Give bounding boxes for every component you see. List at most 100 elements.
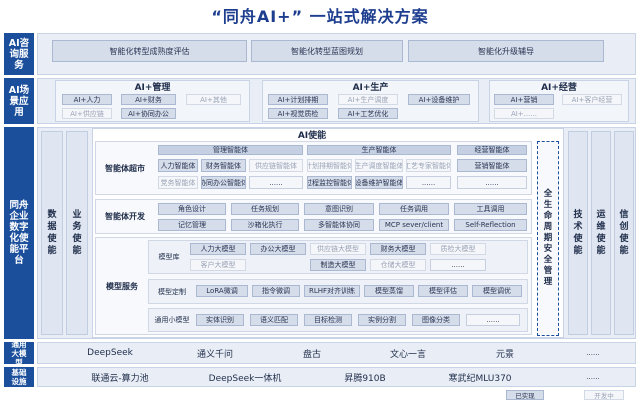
infra-item: 昇腾910B <box>344 373 386 384</box>
agent-group-title: 经营智能体 <box>457 145 527 155</box>
dev-item: 工具调用 <box>454 203 527 215</box>
custom-item: 模型蒸馏 <box>364 285 414 297</box>
agent-item: 人力智能体 <box>158 159 198 172</box>
model-custom-label: 模型定制 <box>158 287 186 296</box>
agent-item: 协同办公智能体 <box>201 176 246 189</box>
agent-dev-label: 智能体开发 <box>105 212 145 221</box>
small-model-item: 实例分割 <box>358 314 406 326</box>
general-model-item: ...... <box>586 349 600 357</box>
infra-item: ...... <box>586 373 600 381</box>
scenario-item: AI+营销 <box>494 94 554 105</box>
general-model-item: 通义千问 <box>196 349 233 360</box>
consulting-item: 智能化升级辅导 <box>408 40 604 62</box>
model-service-label: 模型服务 <box>106 281 138 291</box>
small-model-item: 实体识别 <box>196 314 244 326</box>
infra-layer-label: 基础设施 <box>4 367 34 387</box>
scenario-group-title: AI+管理 <box>134 82 171 93</box>
platform-left-column: 数据使能 <box>41 131 63 335</box>
scenario-item: AI+供应链 <box>62 108 112 119</box>
infra-item: DeepSeek一体机 <box>208 373 282 384</box>
dev-item: MCP sever/client <box>379 219 449 231</box>
agent-item: ...... <box>249 176 303 189</box>
model-item: 客户大模型 <box>190 259 246 271</box>
scenario-item: AI+人力 <box>62 94 112 105</box>
agent-item: 财务智能体 <box>201 159 246 172</box>
general-model-item: 盘古 <box>302 349 321 360</box>
model-item: 质检大模型 <box>430 243 486 255</box>
small-model-item: 图像分类 <box>412 314 460 326</box>
agent-market-label: 智能体超市 <box>105 163 145 173</box>
legend-planned: 开发中 <box>584 390 624 400</box>
legend-done: 已实现 <box>506 390 544 400</box>
agent-item: 计划排期智能体 <box>307 159 352 172</box>
model-item: 办公大模型 <box>250 243 306 255</box>
scenario-item: AI+...... <box>494 108 554 119</box>
infra-item: 寒武纪MLU370 <box>448 373 512 384</box>
security-label: 全生命周期安全管理 <box>543 189 553 287</box>
platform-layer-label: 同舟企业数字化使能平台 <box>4 127 34 339</box>
scenario-item: AI+计划排期 <box>268 94 328 105</box>
agent-item: 供应链智能体 <box>249 159 303 172</box>
agent-item: 过程监控智能体 <box>307 176 352 189</box>
custom-item: LoRA微调 <box>196 285 248 297</box>
general-model-item: 元景 <box>495 349 514 360</box>
consulting-item: 智能化转型成熟度评估 <box>52 40 247 62</box>
scenario-item: AI+协同办公 <box>121 108 176 119</box>
small-model-item: 语义匹配 <box>250 314 298 326</box>
dev-item: 沙箱化执行 <box>231 219 299 231</box>
custom-item: 指令微调 <box>252 285 300 297</box>
model-library-label: 模型库 <box>158 253 180 261</box>
scenario-item: AI+工艺优化 <box>338 108 398 119</box>
scenario-item: AI+生产调度 <box>338 94 398 105</box>
platform-right-column: 技术使能 <box>568 131 588 335</box>
general-model-item: 文心一言 <box>389 349 426 360</box>
page-title: “同舟AI+” 一站式解决方案 <box>211 7 429 26</box>
agent-group-title: 生产智能体 <box>307 145 451 155</box>
agent-item: 营销智能体 <box>457 159 527 172</box>
scenario-item: AI+视觉质检 <box>268 108 328 119</box>
scenario-layer-label: AI场景应用 <box>4 78 34 124</box>
consulting-item: 智能化转型蓝图规划 <box>251 40 403 62</box>
agent-item: 工艺专家智能体 <box>406 159 451 172</box>
model-item: 制造大模型 <box>310 259 366 271</box>
general-model-panel <box>37 342 636 364</box>
agent-item: 设备维护智能体 <box>355 176 403 189</box>
infra-panel <box>37 367 636 387</box>
custom-item: 模型调优 <box>472 285 522 297</box>
custom-item: 模型评估 <box>418 285 468 297</box>
consulting-layer-label: AI咨询服务 <box>4 33 34 75</box>
scenario-group-title: AI+经营 <box>541 82 577 93</box>
small-model-item: ...... <box>466 314 520 326</box>
dev-item: 角色设计 <box>158 203 226 215</box>
model-item: 人力大模型 <box>190 243 246 255</box>
agent-group-title: 管理智能体 <box>158 145 303 155</box>
general-model-layer-label: 通用大模型 <box>4 340 34 367</box>
scenario-item: AI+其他 <box>186 94 241 105</box>
scenario-item: AI+客户经营 <box>562 94 622 105</box>
agent-item: ...... <box>457 176 527 189</box>
ai-enablement-title: AI使能 <box>297 130 327 141</box>
dev-item: Self-Reflection <box>454 219 527 231</box>
infra-item: 联通云-算力池 <box>91 373 149 384</box>
model-item: ...... <box>430 259 486 271</box>
model-item: 供应链大模型 <box>310 243 366 255</box>
security-bar <box>537 141 559 336</box>
small-model-item: 目标检测 <box>304 314 352 326</box>
agent-item: 党务智能体 <box>158 176 198 189</box>
model-item: 仓储大模型 <box>370 259 426 271</box>
platform-right-column: 信创使能 <box>614 131 634 335</box>
agent-item: ...... <box>406 176 451 189</box>
dev-item: 任务调用 <box>379 203 449 215</box>
small-model-label: 通用小模型 <box>154 316 190 324</box>
dev-item: 多智能体协同 <box>304 219 374 231</box>
scenario-item: AI+财务 <box>121 94 176 105</box>
scenario-item: AI+设备维护 <box>408 94 470 105</box>
dev-item: 任务规划 <box>231 203 299 215</box>
agent-item: 生产调度智能体 <box>355 159 403 172</box>
platform-left-column: 业务使能 <box>66 131 88 335</box>
dev-item: 记忆管理 <box>158 219 226 231</box>
general-model-item: DeepSeek <box>87 348 133 358</box>
platform-right-column: 运维使能 <box>591 131 611 335</box>
custom-item: RLHF对齐训练 <box>304 285 360 297</box>
scenario-group-title: AI+生产 <box>352 82 389 93</box>
